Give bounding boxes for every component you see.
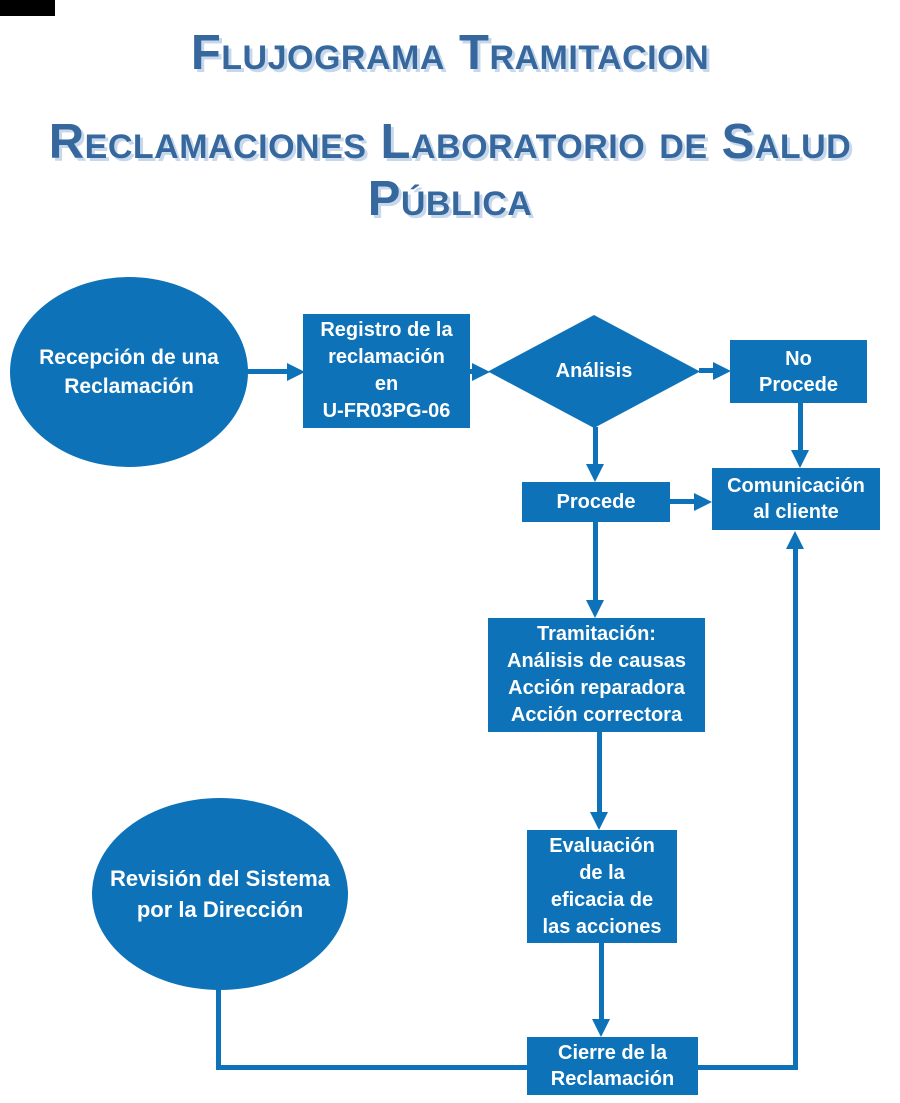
node-label-line: Acción reparadora [508,677,685,699]
edge-analisis-procede-arrowhead [586,464,604,482]
edge-cierre-comunicacion-hline [698,1065,797,1070]
node-label-line: Acción correctora [510,704,683,726]
node-label-line: Reclamación [550,1068,675,1090]
edge-registro-analisis-line [466,369,474,374]
edge-recepcion-registro-line [246,369,288,374]
edge-noprocede-comunicacion-arrowhead [791,450,809,468]
node-label-line: Procede [556,490,636,513]
node-label-line: reclamación [328,346,445,368]
node-no-procede-box: No Procede [730,340,867,403]
node-revision-ellipse: Revisión del Sistema por la Dirección [92,798,348,990]
edge-procede-comunicacion-line [670,499,697,504]
edge-noprocede-comunicacion-line [798,403,803,451]
node-label-line: Revisión del Sistema [109,866,331,891]
edge-evaluacion-cierre-arrowhead [592,1019,610,1037]
node-label-line: por la Dirección [136,897,304,922]
edge-procede-comunicacion-arrowhead [694,493,712,511]
edge-tramitacion-evaluacion-arrowhead [590,812,608,830]
node-label-line: Registro de la [320,319,453,341]
node-label-line: Análisis de causas [507,650,686,672]
node-cierre-box: Cierre de la Reclamación [527,1037,698,1095]
node-label-line: No [785,347,812,370]
node-registro-box: Registro de la reclamación en U-FR03PG-0… [303,314,470,428]
node-evaluacion-box: Evaluación de la eficacia de las accione… [527,830,677,943]
edge-procede-tramitacion-arrowhead [586,600,604,618]
node-procede-box: Procede [522,482,670,522]
edge-revision-cierre-hline [216,1065,527,1070]
edge-procede-tramitacion-line [593,522,598,602]
node-label-line: U-FR03PG-06 [322,400,451,422]
edge-analisis-noprocede-line [699,368,716,373]
edge-recepcion-registro-arrowhead [287,363,305,381]
node-recepcion-ellipse: Recepción de una Reclamación [10,277,248,467]
edge-analisis-procede-line [593,427,598,467]
edge-analisis-noprocede-arrowhead [713,362,731,380]
node-label-line: Comunicación [727,475,865,497]
node-label-line: Evaluación [549,834,655,857]
node-label-line: Cierre de la [558,1042,667,1064]
node-label-line: Procede [759,373,838,396]
node-tramitacion-box: Tramitación: Análisis de causas Acción r… [488,618,705,732]
node-label-line: Reclamación [64,375,194,398]
edge-registro-analisis-arrowhead [472,363,490,381]
node-label-line: Recepción de una [39,346,219,369]
node-label-line: Tramitación: [537,623,656,645]
edge-cierre-comunicacion-arrowhead [786,531,804,549]
edge-evaluacion-cierre-line [599,942,604,1021]
node-label-line: Análisis [555,360,633,382]
node-analisis-diamond: Análisis [488,315,700,428]
node-label-line: eficacia de [550,888,654,911]
page-title-line1: Flujograma Tramitacion [190,26,710,80]
edge-revision-cierre-vline [216,988,221,1070]
node-label-line: de la [579,861,625,884]
edge-tramitacion-evaluacion-line [597,731,602,814]
corner-mark [0,0,55,16]
node-label-line: al cliente [753,501,839,523]
node-comunicacion-box: Comunicación al cliente [712,468,880,530]
node-label-line: en [374,373,399,395]
node-label-line: las acciones [542,915,662,938]
edge-cierre-comunicacion-vline [793,548,798,1070]
page-title-line2: Reclamaciones Laboratorio de Salud Públi… [48,115,852,226]
